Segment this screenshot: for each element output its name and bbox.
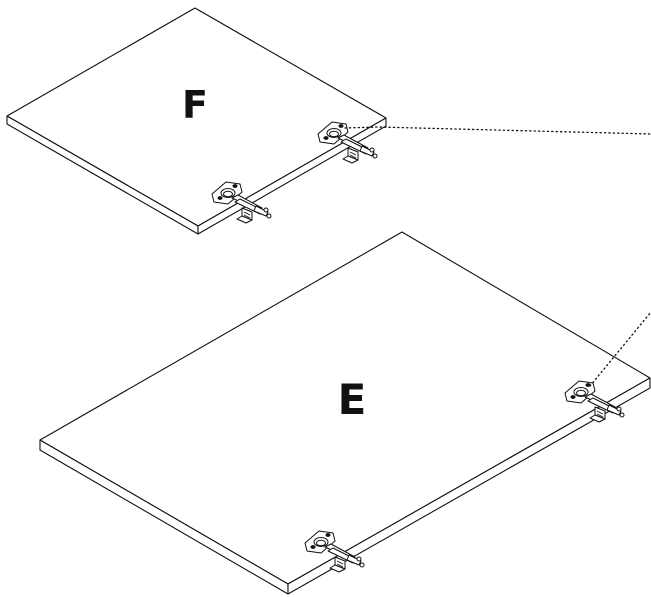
panel-f: F <box>6 7 387 235</box>
leader-line-f <box>344 126 651 135</box>
panel-e: E <box>39 231 651 595</box>
panel-e-side-edge <box>287 377 651 595</box>
leader-line-e <box>589 311 651 387</box>
panel-e-label: E <box>338 375 367 424</box>
panel-f-label: F <box>182 83 208 127</box>
